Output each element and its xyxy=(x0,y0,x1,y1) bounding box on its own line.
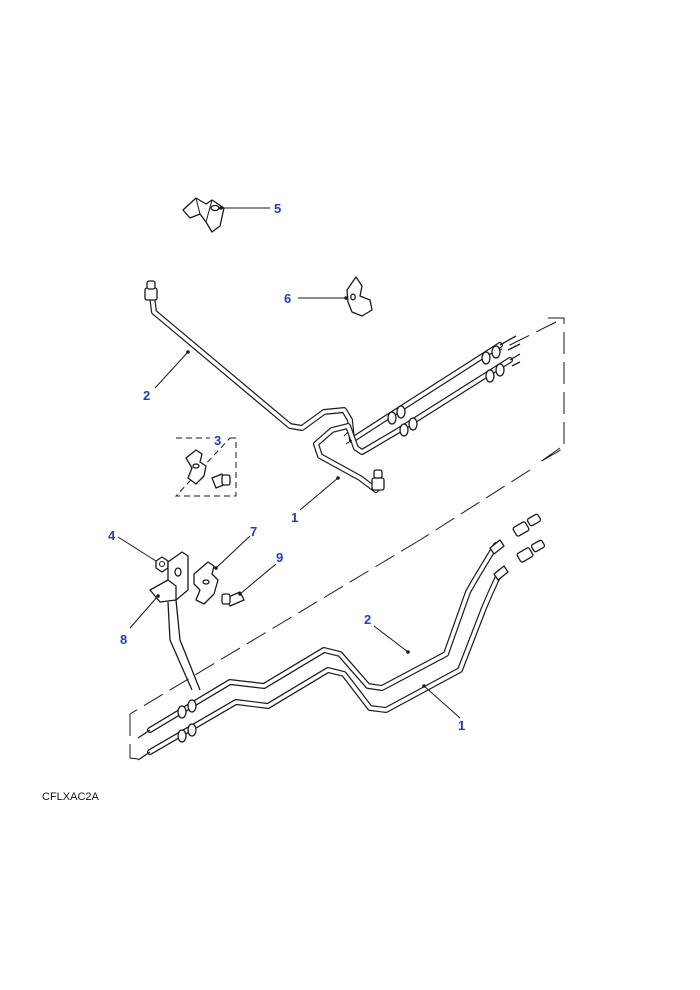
part-3-clip-kit xyxy=(174,437,237,497)
figure-code: CFLXAC2A xyxy=(42,791,100,803)
pipe-1-end-nut xyxy=(371,469,385,491)
upper-connector-a xyxy=(387,405,418,437)
upper-pipe-assembly xyxy=(144,280,521,493)
pipe-2-end-nut xyxy=(144,280,158,301)
lower-connector-left xyxy=(177,699,197,743)
part-5-pipe-clip xyxy=(182,197,270,233)
callout-2-upper: 2 xyxy=(143,388,150,403)
part-4-nut xyxy=(155,556,169,573)
break-line-upper xyxy=(419,317,565,541)
pipe-2-upper xyxy=(149,293,503,443)
lower-pipe-assembly xyxy=(137,513,546,761)
callout-3: 3 xyxy=(214,433,221,448)
callout-1-upper: 1 xyxy=(291,510,298,525)
lower-end-fitting-a xyxy=(512,513,542,537)
callout-6: 6 xyxy=(284,291,291,306)
part-6-p-clip xyxy=(298,276,373,317)
lower-end-fitting-b xyxy=(516,539,546,563)
callout-2-lower: 2 xyxy=(364,612,371,627)
part-7-pipe-clip xyxy=(193,561,219,605)
upper-connector-b xyxy=(481,345,505,383)
part-8-bracket xyxy=(149,551,201,691)
pipe-2-lower xyxy=(147,542,499,733)
callout-8: 8 xyxy=(120,632,127,647)
callout-9: 9 xyxy=(276,550,283,565)
pipe-1-lower xyxy=(147,569,503,755)
pipe-1-upper xyxy=(313,357,513,493)
callout-5: 5 xyxy=(274,201,281,216)
callout-1-lower: 1 xyxy=(458,718,465,733)
callout-7: 7 xyxy=(250,524,257,539)
callout-4: 4 xyxy=(108,528,116,543)
